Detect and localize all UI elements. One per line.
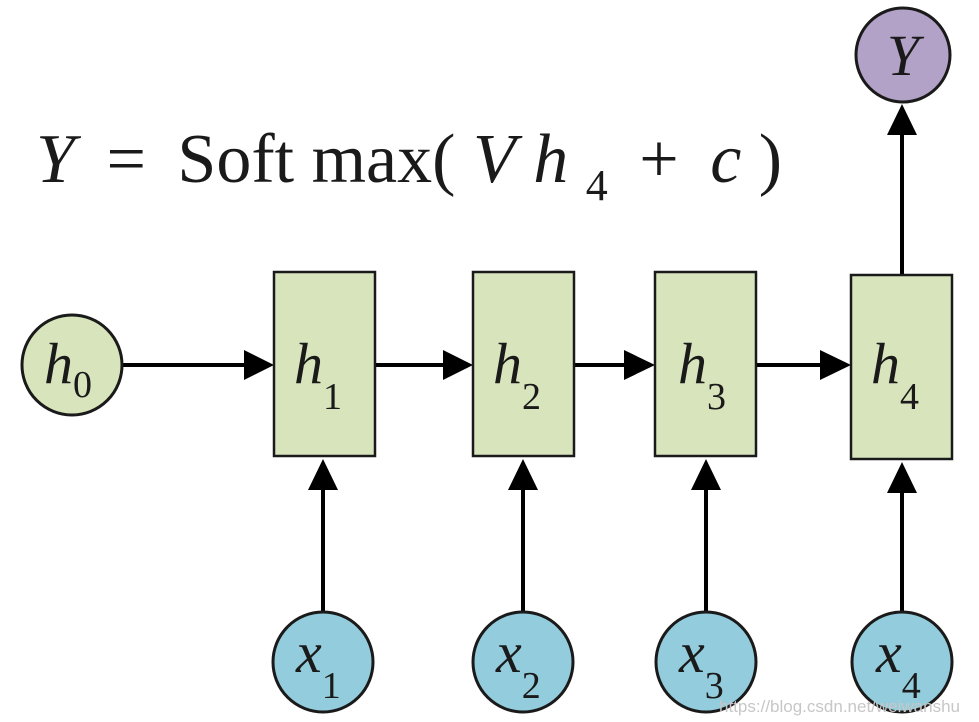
svg-text:x3: x3	[678, 620, 724, 707]
arrowhead-h4-y	[887, 104, 917, 135]
node-x1-base: x	[295, 620, 322, 685]
node-x4-base: x	[875, 620, 902, 685]
formula-v: V	[473, 121, 523, 198]
arrowhead-x1-h1	[308, 459, 338, 490]
node-x2-sub: 2	[522, 665, 541, 707]
watermark-text: https://blog.csdn.net/weiwanshu	[719, 697, 960, 716]
node-x2-base: x	[495, 620, 522, 685]
node-h2: h2	[471, 270, 576, 458]
arrowhead-h3-h4	[820, 350, 851, 380]
arrowhead-x3-h3	[691, 459, 721, 490]
node-h4-base: h	[871, 331, 900, 396]
formula: Y = Soft max( V h 4 + c )	[36, 121, 782, 216]
arrowhead-x4-h4	[887, 462, 917, 493]
arrowhead-h0-h1	[244, 350, 274, 380]
formula-c: c	[710, 121, 741, 198]
svg-text:h1: h1	[294, 331, 342, 418]
node-h2-base: h	[493, 331, 522, 396]
node-y-label: Y	[887, 23, 925, 88]
node-h0: h0	[20, 313, 124, 417]
node-x2: x2	[471, 610, 575, 714]
recurrent-edges	[123, 350, 851, 380]
formula-close: )	[759, 121, 782, 198]
node-x3: x3	[654, 610, 758, 714]
arrowhead-h2-h3	[624, 350, 655, 380]
formula-lhs: Y	[36, 121, 82, 198]
node-h0-base: h	[44, 331, 73, 396]
svg-text:x2: x2	[495, 620, 541, 707]
node-x1-sub: 1	[322, 665, 341, 707]
node-h4: h4	[849, 273, 954, 461]
node-x3-base: x	[678, 620, 705, 685]
node-h0-sub: 0	[73, 364, 92, 406]
svg-text:x4: x4	[875, 620, 921, 707]
node-h3: h3	[653, 270, 758, 458]
svg-text:h3: h3	[678, 331, 726, 418]
node-h3-sub: 3	[707, 376, 726, 418]
node-x3-sub: 3	[705, 665, 724, 707]
formula-plus: +	[639, 121, 678, 198]
input-edges	[308, 459, 917, 612]
formula-h: h	[533, 121, 568, 198]
node-y: Y	[854, 6, 952, 104]
svg-text:h2: h2	[493, 331, 541, 418]
svg-text:h0: h0	[44, 331, 92, 406]
node-h1-sub: 1	[323, 376, 342, 418]
node-h4-sub: 4	[900, 376, 919, 418]
arrowhead-h1-h2	[443, 350, 473, 380]
svg-text:h4: h4	[871, 331, 919, 418]
formula-subscript: 4	[586, 161, 608, 210]
formula-equals: =	[106, 121, 145, 198]
node-x1: x1	[271, 610, 375, 714]
node-h3-base: h	[678, 331, 707, 396]
output-edge	[887, 104, 917, 275]
node-h2-sub: 2	[522, 376, 541, 418]
node-h1: h1	[272, 270, 377, 458]
node-x4-sub: 4	[902, 665, 921, 707]
arrowhead-x2-h2	[508, 459, 538, 490]
node-h1-base: h	[294, 331, 323, 396]
svg-text:x1: x1	[295, 620, 341, 707]
node-x4: x4	[850, 610, 954, 714]
formula-function: Soft max(	[177, 121, 455, 198]
